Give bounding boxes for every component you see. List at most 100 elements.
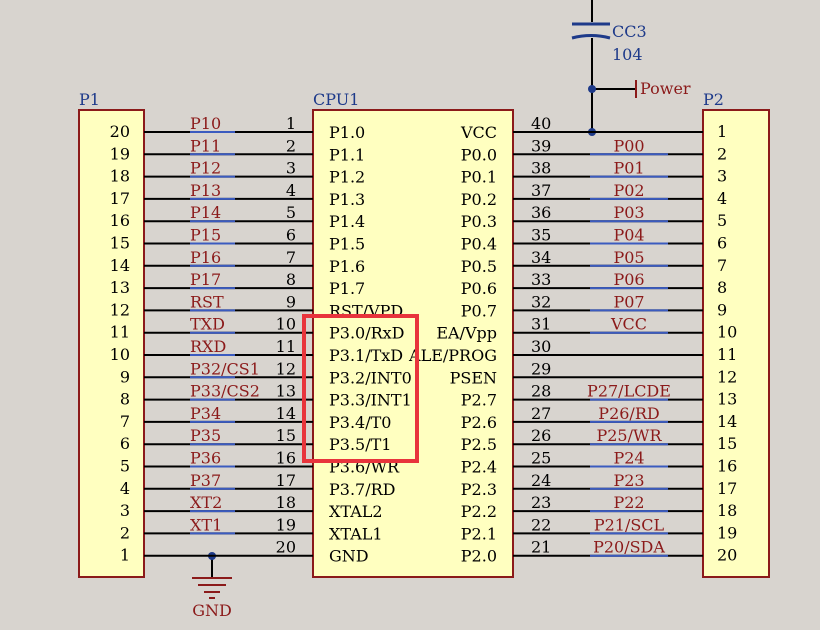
p1-pin-number: 17 <box>110 189 130 208</box>
cpu-left-pin-label: XTAL1 <box>329 524 383 543</box>
p2-pin-number: 19 <box>717 523 737 542</box>
cpu-right-pin-number: 38 <box>531 159 551 178</box>
p1-pin-number: 7 <box>120 412 130 431</box>
p1-net-label: P13 <box>190 181 221 200</box>
p2-net-label: P22 <box>613 493 644 512</box>
p2-net-label: P27/LCDE <box>587 382 671 401</box>
power-label: Power <box>640 79 691 98</box>
p2-net-label: P21/SCL <box>594 515 665 534</box>
cpu-left-pin-label: P3.1/TxD <box>329 346 403 365</box>
cpu-right-pin-label: P2.0 <box>461 547 497 566</box>
cpu-left-pin-label: P3.5/T1 <box>329 435 391 454</box>
cpu-left-pin-label: P1.7 <box>329 279 365 298</box>
p1-pin-number: 14 <box>110 256 130 275</box>
p2-designator: P2 <box>703 90 724 109</box>
cpu-left-pin-label: P1.1 <box>329 145 365 164</box>
p1-net-label: P16 <box>190 248 221 267</box>
cpu-right-pin-number: 26 <box>531 426 551 445</box>
p2-pin-number: 8 <box>717 278 727 297</box>
p1-net-label: XT2 <box>190 493 222 512</box>
p2-pin-number: 3 <box>717 167 727 186</box>
p1-net-label: RXD <box>190 337 226 356</box>
p1-pin-number: 10 <box>110 345 130 364</box>
p2-pin-number: 11 <box>717 345 737 364</box>
cpu-right-pin-number: 22 <box>531 515 551 534</box>
p1-pin-number: 12 <box>110 300 130 319</box>
p2-net-label: P20/SDA <box>593 538 665 557</box>
cpu-left-pin-label: XTAL2 <box>329 502 383 521</box>
cpu-left-pin-number: 15 <box>276 426 296 445</box>
cap-plate-bottom <box>571 34 611 40</box>
p2-pin-number: 17 <box>717 479 737 498</box>
p1-net-label: P17 <box>190 270 221 289</box>
p2-pin-number: 2 <box>717 144 727 163</box>
p1-pin-number: 16 <box>110 211 130 230</box>
p1-net-label: P33/CS2 <box>190 382 260 401</box>
cpu-right-pin-label: P2.6 <box>461 413 497 432</box>
p2-pin-number: 9 <box>717 300 727 319</box>
p1-net-label: RST <box>190 292 224 311</box>
p2-pin-number: 14 <box>717 412 737 431</box>
p1-net-label: P12 <box>190 159 221 178</box>
cpu-right-pin-number: 39 <box>531 136 551 155</box>
p2-pin-number: 4 <box>717 189 727 208</box>
cpu-left-pin-number: 10 <box>276 315 296 334</box>
cpu-right-pin-label: P0.7 <box>461 301 497 320</box>
power-junction <box>588 85 596 93</box>
cpu-left-pin-label: P1.6 <box>329 257 365 276</box>
cpu-right-pin-label: VCC <box>460 123 497 142</box>
p2-net-label: P02 <box>613 181 644 200</box>
p2-net-label: P23 <box>613 471 644 490</box>
p2-net-label: P00 <box>613 136 644 155</box>
p2-pin-number: 15 <box>717 434 737 453</box>
p1-pin-number: 8 <box>120 390 130 409</box>
p2-connector-body <box>702 109 770 578</box>
p1-net-label: P36 <box>190 449 221 468</box>
p2-net-label: P24 <box>613 449 644 468</box>
cpu-left-pin-number: 6 <box>286 226 296 245</box>
cpu-right-pin-label: EA/Vpp <box>436 324 497 343</box>
cpu-left-pin-number: 5 <box>286 203 296 222</box>
p2-pin-number: 13 <box>717 390 737 409</box>
cpu-right-pin-label: P0.0 <box>461 145 497 164</box>
cpu-right-pin-number: 40 <box>531 114 551 133</box>
cpu-left-pin-number: 19 <box>276 515 296 534</box>
cpu-right-pin-number: 36 <box>531 203 551 222</box>
cpu-right-pin-number: 32 <box>531 292 551 311</box>
gnd-label: GND <box>192 601 232 620</box>
p1-pin-number: 2 <box>120 523 130 542</box>
p2-net-label: P04 <box>613 226 644 245</box>
cpu-right-pin-number: 21 <box>531 538 551 557</box>
cpu-right-pin-label: P2.5 <box>461 435 497 454</box>
cpu-left-pin-label: P1.5 <box>329 235 365 254</box>
cpu-designator: CPU1 <box>313 90 359 109</box>
p2-pin-number: 12 <box>717 367 737 386</box>
p1-net-label: P15 <box>190 226 221 245</box>
p2-net-label: P05 <box>613 248 644 267</box>
p1-pin-number: 6 <box>120 434 130 453</box>
p2-net-label: P26/RD <box>598 404 659 423</box>
cpu-right-pin-number: 31 <box>531 315 551 334</box>
p2-pin-number: 7 <box>717 256 727 275</box>
cpu-left-pin-label: P3.7/RD <box>329 480 395 499</box>
p1-net-label: P11 <box>190 136 221 155</box>
p2-pin-number: 20 <box>717 546 737 565</box>
p1-pin-number: 4 <box>120 479 130 498</box>
cpu-right-pin-label: P2.1 <box>461 524 497 543</box>
p2-net-label: P25/WR <box>596 426 662 445</box>
p1-pin-number: 18 <box>110 167 130 186</box>
p1-pin-number: 3 <box>120 501 130 520</box>
gnd-symbol <box>192 577 232 599</box>
p2-pin-number: 5 <box>717 211 727 230</box>
cpu-left-pin-number: 13 <box>276 382 296 401</box>
p1-net-label: P14 <box>190 203 221 222</box>
p1-net-label: XT1 <box>190 515 222 534</box>
cpu-left-pin-label: P3.3/INT1 <box>329 391 412 410</box>
cpu-right-pin-label: P0.4 <box>461 235 497 254</box>
cap-value: 104 <box>612 45 643 64</box>
cpu-left-pin-label: P1.4 <box>329 212 365 231</box>
p1-pin-number: 1 <box>120 546 130 565</box>
cpu-left-pin-number: 17 <box>276 471 296 490</box>
p2-net-label: VCC <box>610 315 647 334</box>
cpu-left-pin-label: P3.4/T0 <box>329 413 391 432</box>
